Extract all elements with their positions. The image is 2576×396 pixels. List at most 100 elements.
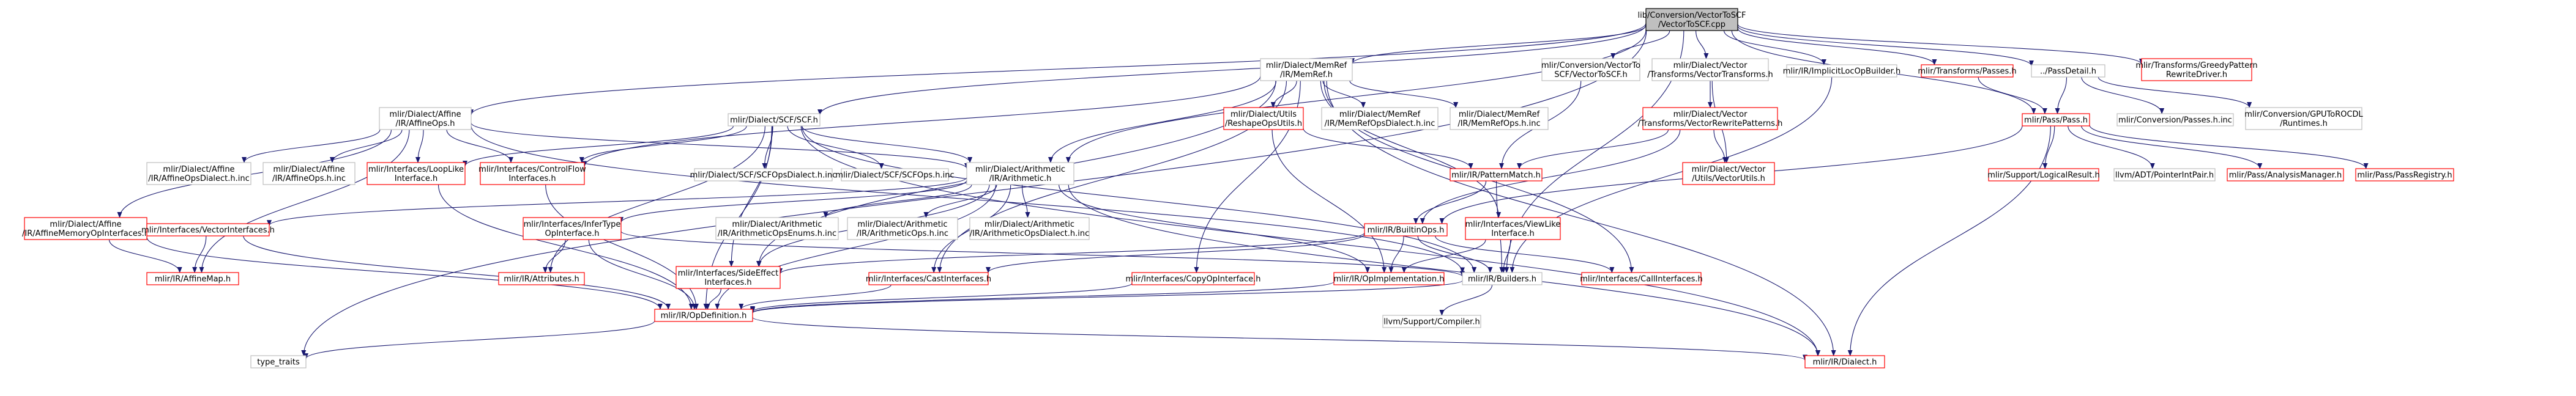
edge-pass_h-to-logicalresult [2042, 125, 2055, 169]
node-box [2116, 113, 2234, 127]
edge-memref-to-dialect [1326, 80, 1836, 356]
edge-affineops-to-looplike [415, 129, 424, 163]
node-label: mlir/IR/AffineMap.h [155, 275, 231, 284]
node-analysismgr[interactable]: mlir/Pass/AnalysisManager.h [2227, 168, 2344, 182]
node-label: /IR/AffineOpsDialect.h.inc [148, 174, 250, 183]
node-opimpl[interactable]: mlir/IR/OpImplementation.h [1333, 272, 1445, 285]
node-affinememop[interactable]: mlir/Dialect/Affine/IR/AffineMemoryOpInt… [22, 217, 149, 240]
node-label: mlir/IR/ImplicitLocOpBuilder.h [1783, 67, 1900, 76]
node-label: /IR/ArithmeticOps.h.inc [857, 229, 948, 238]
node-label: mlir/Dialect/MemRef [1459, 110, 1540, 119]
node-label: /Runtimes.h [2280, 119, 2328, 128]
node-opdefinition[interactable]: mlir/IR/OpDefinition.h [654, 309, 753, 322]
node-castinterfaces[interactable]: mlir/Interfaces/CastInterfaces.h [866, 272, 991, 285]
node-label: mlir/Dialect/Arithmetic [732, 220, 822, 229]
edge-builders-to-opdefinition [750, 280, 1463, 314]
node-label: mlir/IR/Attributes.h [504, 275, 579, 284]
node-arith_ops_inc[interactable]: mlir/Dialect/Arithmetic/IR/ArithmeticOps… [847, 217, 958, 240]
node-vec_rewrite[interactable]: mlir/Dialect/Vector/Transforms/VectorRew… [1638, 107, 1783, 130]
node-box [146, 272, 239, 285]
node-arith_dialect_inc[interactable]: mlir/Dialect/Arithmetic/IR/ArithmeticOps… [969, 217, 1090, 240]
node-root[interactable]: lib/Conversion/VectorToSCF/VectorToSCF.c… [1637, 8, 1746, 31]
node-label: mlir/Dialect/Affine [389, 110, 461, 119]
node-label: mlir/Interfaces/SideEffect [678, 269, 779, 278]
node-patternmatch[interactable]: mlir/IR/PatternMatch.h [1450, 168, 1543, 182]
node-gputorocdl[interactable]: mlir/Conversion/GPUToROCDL/Runtimes.h [2244, 107, 2364, 130]
node-box [1465, 217, 1561, 240]
node-box [1462, 272, 1543, 285]
node-attributes[interactable]: mlir/IR/Attributes.h [498, 272, 585, 285]
node-transforms_passes[interactable]: mlir/Transforms/Passes.h [1918, 64, 2017, 78]
node-affineops[interactable]: mlir/Dialect/Affine/IR/AffineOps.h [379, 107, 472, 130]
edge-scf-to-scf_dialect_inc [762, 125, 773, 169]
edge-root-to-vec_transforms [1696, 30, 1709, 59]
node-pointerintpair[interactable]: llvm/ADT/PointerIntPair.h [2113, 168, 2216, 182]
node-type_traits[interactable]: type_traits [250, 355, 307, 369]
edge-reshape-to-opimpl [1271, 129, 1387, 273]
node-vec_transforms[interactable]: mlir/Dialect/Vector/Transforms/VectorTra… [1647, 58, 1773, 81]
node-label: mlir/Dialect/SCF/SCF.h [730, 116, 818, 125]
node-scf[interactable]: mlir/Dialect/SCF/SCF.h [728, 113, 821, 127]
node-box [1804, 355, 1885, 369]
node-label: mlir/Dialect/Arithmetic [985, 220, 1074, 229]
node-label: mlir/IR/Builders.h [1468, 275, 1536, 284]
edge-root-to-type_traits [301, 30, 1647, 356]
node-affine_dialect_inc[interactable]: mlir/Dialect/Affine/IR/AffineOpsDialect.… [146, 162, 251, 185]
node-logicalresult[interactable]: mlir/Support/LogicalResult.h [1987, 168, 2100, 182]
node-vectorinterfaces[interactable]: mlir/Interfaces/VectorInterfaces.h [141, 223, 275, 237]
node-builders[interactable]: mlir/IR/Builders.h [1462, 272, 1543, 285]
node-label: mlir/Transforms/Passes.h [1918, 67, 2016, 76]
node-pass_h[interactable]: mlir/Pass/Pass.h [2022, 113, 2090, 127]
node-label: ../PassDetail.h [2040, 67, 2096, 76]
node-box [1541, 58, 1640, 81]
node-affinemap[interactable]: mlir/IR/AffineMap.h [146, 272, 239, 285]
node-scf_dialect_inc[interactable]: mlir/Dialect/SCF/SCFOpsDialect.h.inc [690, 168, 837, 182]
node-implicitloc[interactable]: mlir/IR/ImplicitLocOpBuilder.h [1783, 64, 1900, 78]
node-box [728, 113, 821, 127]
node-builtinops[interactable]: mlir/IR/BuiltinOps.h [1364, 223, 1448, 237]
node-arith[interactable]: mlir/Dialect/Arithmetic/IR/Arithmetic.h [966, 162, 1074, 185]
node-callinterfaces[interactable]: mlir/Interfaces/CallInterfaces.h [1580, 272, 1703, 285]
edge-vec_rewrite-to-patternmatch [1517, 129, 1669, 169]
node-memref_dialect_inc[interactable]: mlir/Dialect/MemRef/IR/MemRefOpsDialect.… [1321, 107, 1439, 130]
edge-patternmatch-to-builtinops [1413, 180, 1487, 224]
node-arith_enums_inc[interactable]: mlir/Dialect/Arithmetic/IR/ArithmeticOps… [715, 217, 839, 240]
node-memref_ops_inc[interactable]: mlir/Dialect/MemRef/IR/MemRefOps.h.inc [1450, 107, 1549, 130]
edge-passdetail-to-pass_h [2055, 76, 2068, 114]
edge-builtinops-to-sideeffect [778, 232, 1365, 275]
edge-infertype-to-opdefinition [588, 239, 697, 310]
node-vec_utils[interactable]: mlir/Dialect/Vector/Utils/VectorUtils.h [1682, 162, 1775, 185]
node-greedy[interactable]: mlir/Transforms/GreedyPatternRewriteDriv… [2135, 58, 2258, 81]
node-box [1651, 58, 1769, 81]
edge-root-to-implicitloc [1723, 30, 1826, 65]
node-compiler[interactable]: llvm/Support/Compiler.h [1382, 315, 1481, 328]
node-passdetail[interactable]: ../PassDetail.h [2031, 64, 2105, 78]
edge-root-to-transforms_passes [1737, 28, 1937, 65]
node-memref[interactable]: mlir/Dialect/MemRef/IR/MemRef.h [1260, 58, 1353, 81]
node-scf_ops_inc[interactable]: mlir/Dialect/SCF/SCFOps.h.inc [835, 168, 955, 182]
node-label: mlir/Interfaces/ViewLike [1465, 220, 1561, 229]
node-label: Interfaces.h [704, 278, 751, 287]
node-passregistry[interactable]: mlir/Pass/PassRegistry.h [2355, 168, 2454, 182]
edge-builders-to-compiler [1439, 284, 1493, 316]
node-label: mlir/IR/PatternMatch.h [1451, 171, 1541, 180]
node-affine_ops_inc[interactable]: mlir/Dialect/Affine/IR/AffineOps.h.inc [262, 162, 356, 185]
node-conv_passes_inc[interactable]: mlir/Conversion/Passes.h.inc [2116, 113, 2234, 127]
edge-affineops-to-controlflow [446, 129, 513, 163]
node-copyop[interactable]: mlir/Interfaces/CopyOpInterface.h [1126, 272, 1261, 285]
edge-builtinops-to-opimpl [1388, 235, 1404, 273]
node-label: mlir/IR/OpImplementation.h [1334, 275, 1445, 284]
node-label: lib/Conversion/VectorToSCF [1637, 11, 1746, 20]
node-label: mlir/Support/LogicalResult.h [1987, 171, 2099, 180]
node-label: mlir/Dialect/Vector [1673, 110, 1748, 119]
node-conv_v2scf[interactable]: mlir/Conversion/VectorToSCF/VectorToSCF.… [1541, 58, 1640, 81]
edge-opdefinition-to-type_traits [303, 320, 655, 360]
node-reshape[interactable]: mlir/Dialect/Utils/ReshapeOpsUtils.h [1223, 107, 1304, 130]
edge-memref-to-controlflow [582, 76, 1261, 167]
node-dialect[interactable]: mlir/IR/Dialect.h [1804, 355, 1885, 369]
